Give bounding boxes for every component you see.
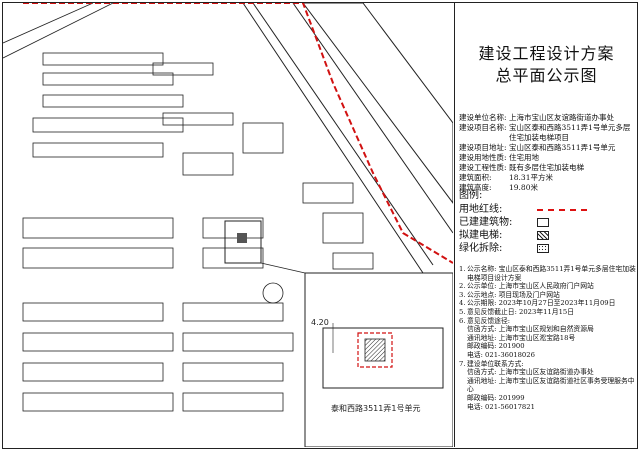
note-item: 7.建设单位联系方式: <box>459 359 524 368</box>
greening-symbol-icon <box>537 244 549 253</box>
note-item: 信函方式: 上海市宝山区友谊路街道办事处 <box>467 368 594 377</box>
elevator-symbol-icon <box>537 231 549 240</box>
panel-title-line2: 总平面公示图 <box>495 66 598 85</box>
note-item: 通讯地址: 上海市宝山区友谊路街道社区事务受理服务中心 <box>467 376 635 394</box>
elevator-marker <box>237 233 247 243</box>
river-band <box>302 2 454 205</box>
existing-buildings <box>22 52 374 412</box>
site-plan-svg: 4.20 泰和西路3511弄1号单元 <box>2 2 454 448</box>
note-item: 2.公示单位: 上海市宝山区人民政府门户网站 <box>459 282 594 291</box>
legend-title: 图例: <box>459 190 483 201</box>
note-item: 电话: 021-36018026 <box>467 350 535 359</box>
road-label: 泰和西路3511弄1号单元 <box>331 403 420 413</box>
roundabout <box>262 282 284 304</box>
note-item: 3.公示地点: 项目现场及门户网站 <box>459 290 560 299</box>
notice-notes: 1.公示名称: 宝山区泰和西路3511弄1号单元多层住宅加装电梯项目设计方案 2… <box>459 265 637 411</box>
inset-leader <box>260 262 306 274</box>
redline-symbol-icon <box>537 208 587 211</box>
note-item: 6.意见反馈途径: <box>459 316 511 325</box>
inset-redline <box>357 332 393 368</box>
panel-title-line1: 建设工程设计方案 <box>478 44 615 63</box>
railway-line-2 <box>252 2 434 266</box>
project-site-box <box>224 220 262 264</box>
note-item: 电话: 021-56017821 <box>467 402 535 411</box>
diagonal-road-1 <box>2 2 94 44</box>
info-row: 建设单位名称:上海市宝山区友谊路街道办事处 <box>459 113 614 122</box>
legend-item-redline: 用地红线: <box>459 203 635 216</box>
info-row: 建设项目名称:宝山区泰和西路3511弄1号单元多层住宅加装电梯项目 <box>459 123 631 142</box>
note-item: 4.公示期限: 2023年10月27日至2023年11月09日 <box>459 299 616 308</box>
note-item: 邮政编码: 201900 <box>467 342 525 351</box>
diagonal-road-2 <box>2 2 114 59</box>
note-item: 通讯地址: 上海市宝山区淞宝路18号 <box>467 333 576 342</box>
note-item: 邮政编码: 201999 <box>467 393 525 402</box>
inset-elevator <box>364 338 386 362</box>
legend-item-elevator: 拟建电梯: <box>459 229 635 242</box>
site-plan-map: 4.20 泰和西路3511弄1号单元 <box>2 2 454 448</box>
note-item: 信函方式: 上海市宝山区规划和自然资源局 <box>467 325 594 334</box>
legend: 用地红线: 已建建筑物: 拟建电梯: 绿化拆除: <box>459 203 635 255</box>
legend-item-greening: 绿化拆除: <box>459 242 635 255</box>
note-item: 1.公示名称: 宝山区泰和西路3511弄1号单元多层住宅加装电梯项目设计方案 <box>459 265 636 282</box>
project-info: 建设单位名称:上海市宝山区友谊路街道办事处 建设项目名称:宝山区泰和西路3511… <box>459 113 635 193</box>
legend-item-building: 已建建筑物: <box>459 216 635 229</box>
note-item: 5.意见反馈截止日: 2023年11月15日 <box>459 307 575 316</box>
info-row: 建设用地性质:住宅用地 <box>459 153 539 162</box>
info-row: 建筑面积:18.31平方米 <box>459 173 553 182</box>
river-edge <box>292 2 454 234</box>
redline-boundary <box>23 2 454 264</box>
info-row: 建设工程性质:既有多层住宅加装电梯 <box>459 163 584 172</box>
building-symbol-icon <box>537 218 549 227</box>
setback-label: 4.20 <box>311 318 329 327</box>
inset-building <box>322 327 444 389</box>
info-row: 建筑高度:19.80米 <box>459 183 538 192</box>
info-row: 建设项目地址:宝山区泰和西路3511弄1号单元 <box>459 143 616 152</box>
info-panel: 建设工程设计方案 总平面公示图 建设单位名称:上海市宝山区友谊路街道办事处 建设… <box>454 3 638 447</box>
railway-line <box>242 2 424 274</box>
